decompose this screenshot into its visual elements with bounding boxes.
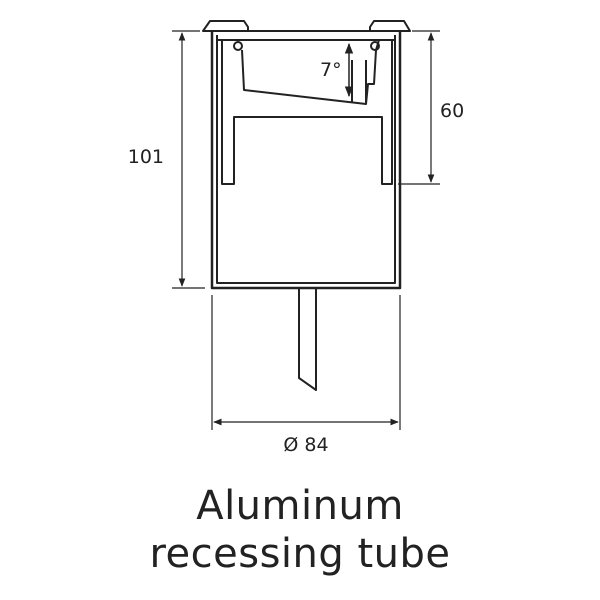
label-diameter: Ø 84 — [283, 434, 328, 456]
caption-subtitle: recessing tube — [149, 531, 451, 577]
cable — [298, 288, 317, 391]
tilted-holder — [241, 39, 380, 105]
left-clip — [233, 41, 243, 51]
left-post — [221, 40, 393, 185]
label-tilt-angle: 7° — [320, 59, 342, 81]
tube-inner-wall — [216, 35, 396, 284]
label-height-upper: 60 — [440, 100, 464, 122]
tube-body — [210, 31, 402, 290]
label-height-total: 101 — [128, 146, 164, 168]
caption-title: Aluminum — [196, 483, 404, 529]
top-flange-right — [369, 20, 411, 32]
top-flange — [202, 20, 249, 32]
